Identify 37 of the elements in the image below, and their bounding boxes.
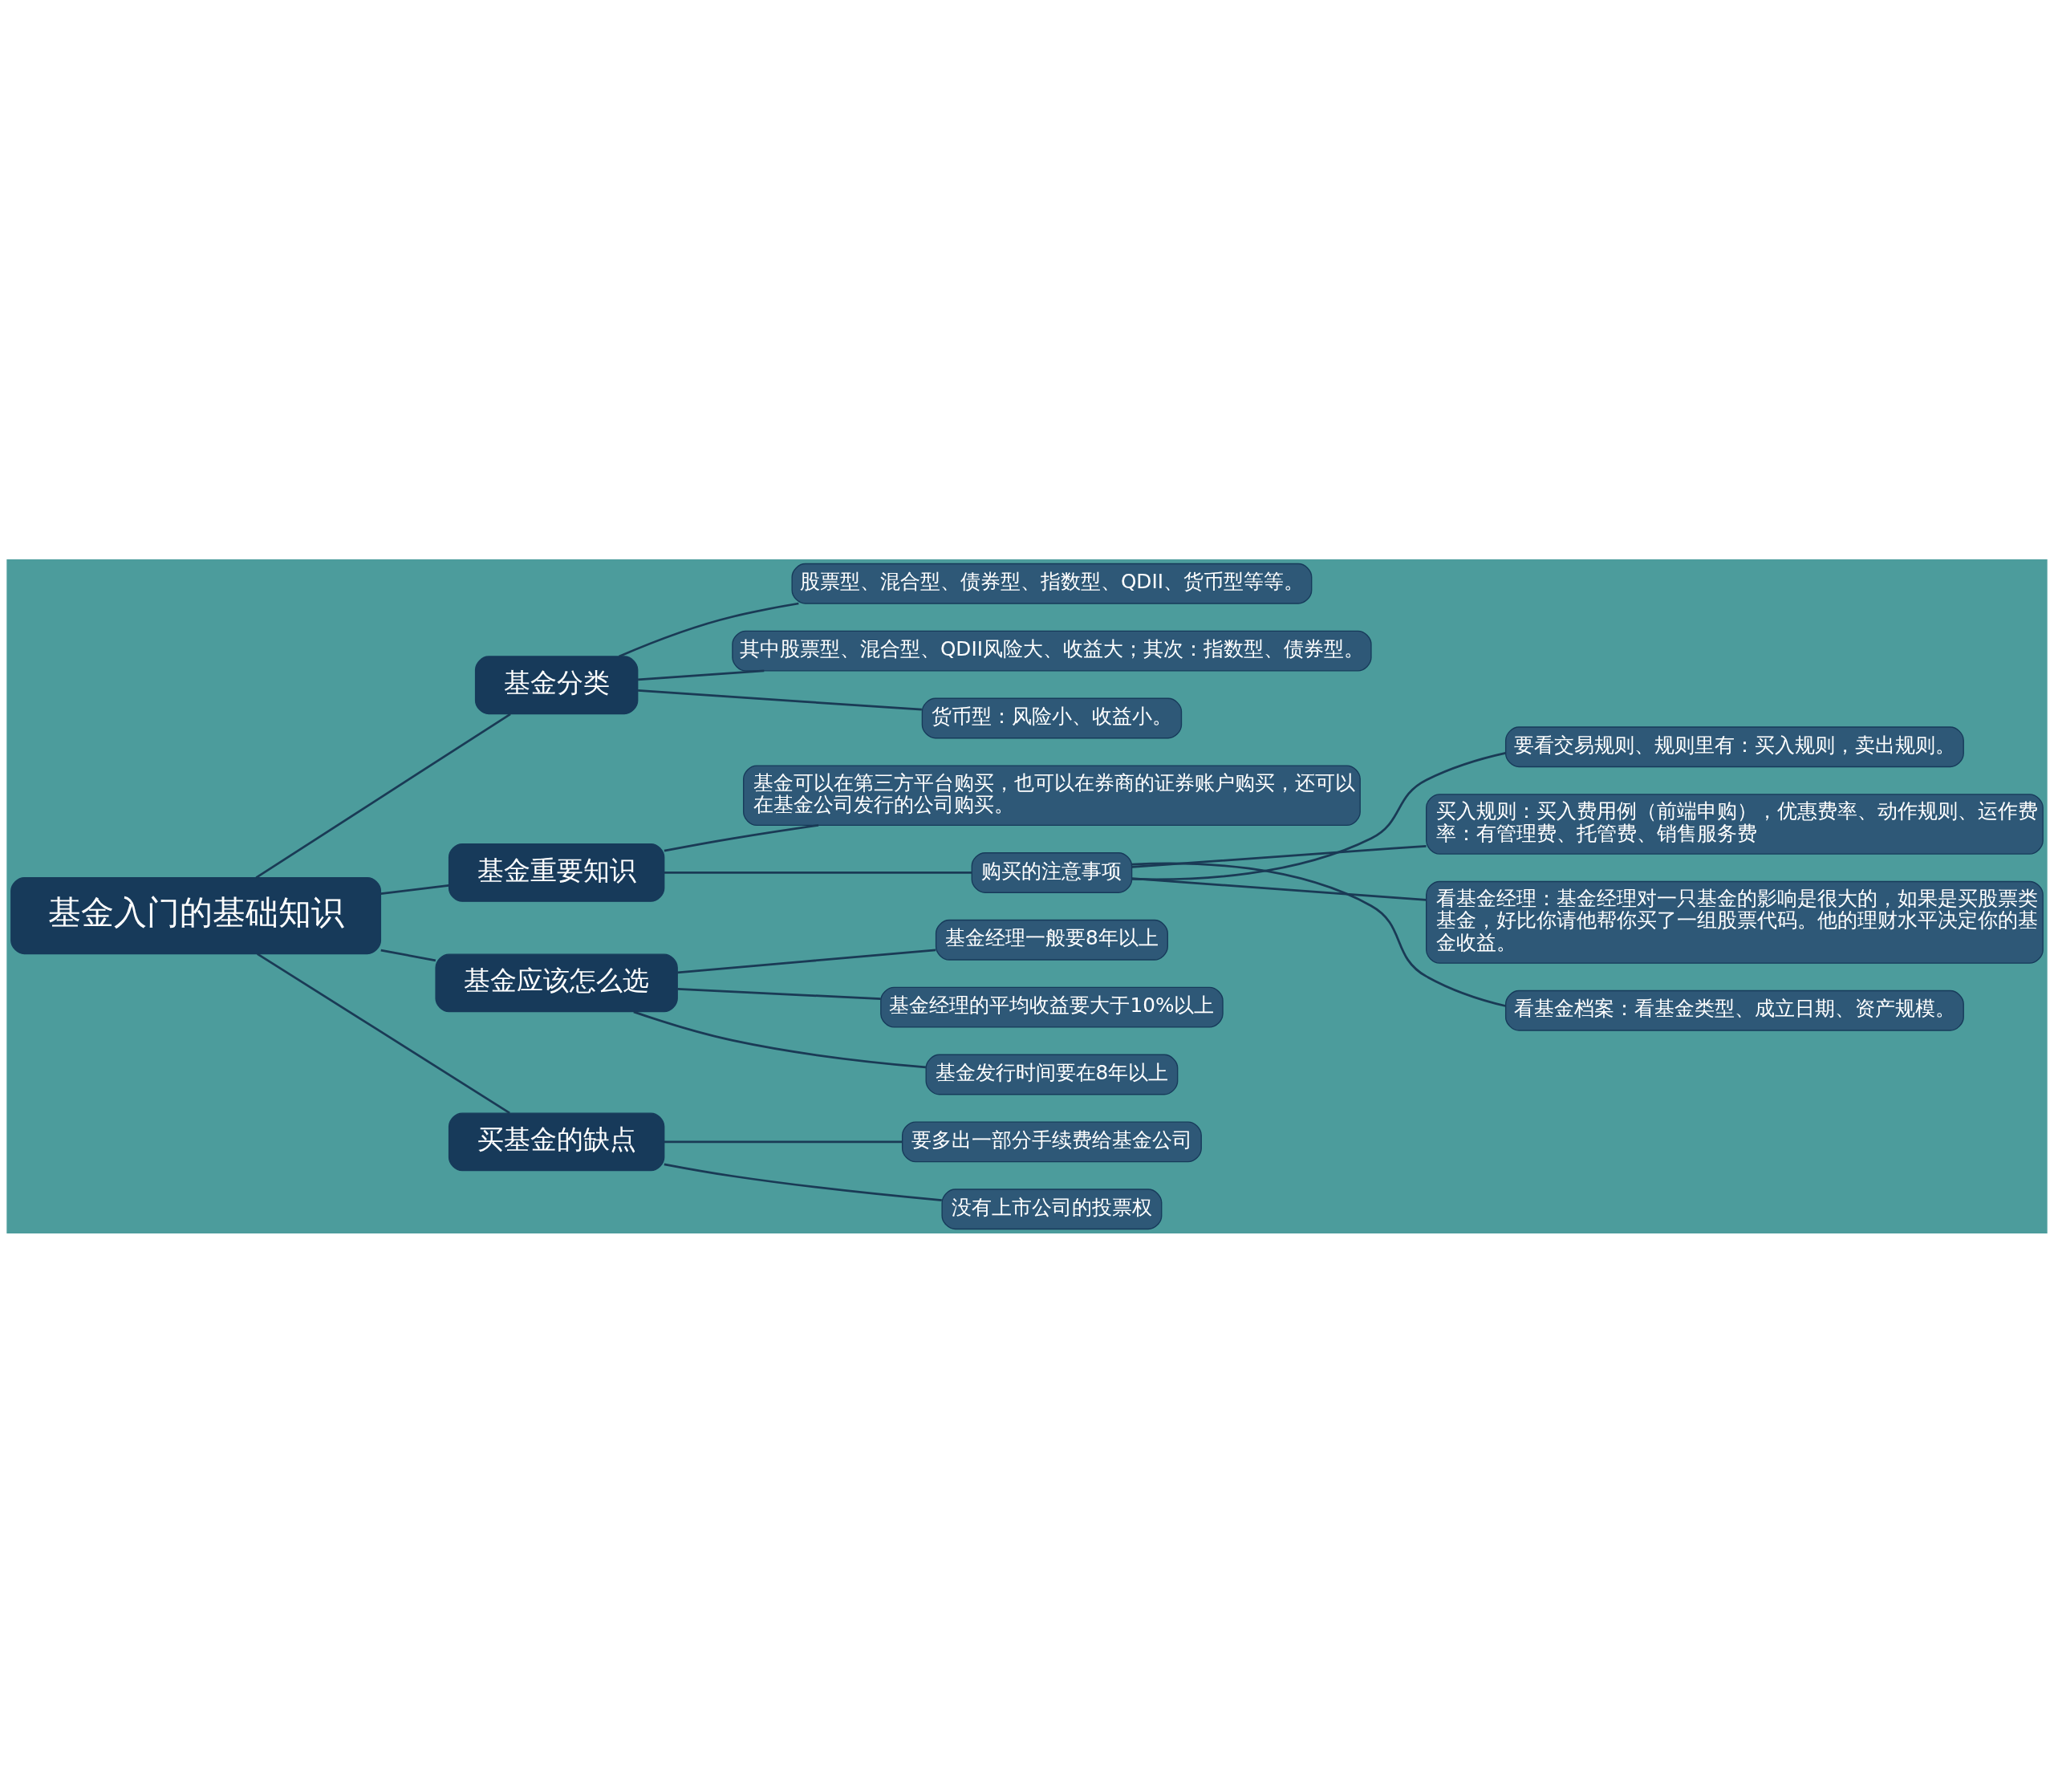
- connector: [255, 713, 511, 879]
- node-box: 基金入门的基础知识: [10, 876, 382, 954]
- connector: [664, 823, 819, 851]
- node-box: 基金重要知识: [448, 843, 665, 902]
- node-box: 货币型：风险小、收益小。: [921, 697, 1183, 738]
- node-box: 基金经理的平均收益要大于10%以上: [880, 986, 1224, 1028]
- node-box: 没有上市公司的投票权: [941, 1188, 1163, 1229]
- node-box: 要多出一部分手续费给基金公司: [901, 1120, 1202, 1162]
- node-box: 其中股票型、混合型、QDII风险大、收益大；其次：指数型、债券型。: [732, 630, 1372, 672]
- node-box: 基金经理一般要8年以上: [935, 919, 1168, 961]
- connector: [619, 602, 799, 657]
- connector: [633, 1010, 926, 1068]
- node-box: 要看交易规则、规则里有：买入规则，卖出规则。: [1504, 725, 1964, 767]
- connector: [677, 948, 936, 973]
- connector: [380, 884, 449, 895]
- node-box: 基金分类: [474, 655, 639, 714]
- node-box: 基金应该怎么选: [435, 953, 678, 1012]
- connector: [1131, 844, 1427, 868]
- node-box: 股票型、混合型、债券型、指数型、QDII、货币型等等。: [791, 563, 1313, 604]
- connector: [677, 987, 881, 1000]
- node-box: 购买的注意事项: [971, 851, 1133, 893]
- connector: [1131, 876, 1427, 901]
- node-box: 看基金经理：基金经理对一只基金的影响是很大的，如果是买股票类基金，好比你请他帮你买了一组股票代码。他的理财水平决定你的基金收益。: [1426, 880, 2044, 964]
- node-box: 基金发行时间要在8年以上: [925, 1054, 1179, 1095]
- connector: [257, 952, 510, 1114]
- connector: [664, 1140, 903, 1143]
- connector: [380, 949, 436, 961]
- connector: [664, 871, 972, 874]
- node-box: 买基金的缺点: [448, 1111, 665, 1171]
- node-box: 看基金档案：看基金类型、成立日期、资产规模。: [1504, 989, 1964, 1031]
- connector: [664, 1162, 942, 1201]
- connector: [638, 669, 765, 681]
- node-box: 基金可以在第三方平台购买，也可以在券商的证券账户购买，还可以在基金公司发行的公司购买。: [743, 764, 1361, 826]
- connector: [1131, 862, 1506, 1007]
- connector: [1131, 751, 1506, 880]
- connector: [638, 689, 922, 711]
- node-box: 买入规则：买入费用例（前端申购），优惠费率、动作规则、运作费率：有管理费、托管费、销售服务费: [1426, 793, 2044, 855]
